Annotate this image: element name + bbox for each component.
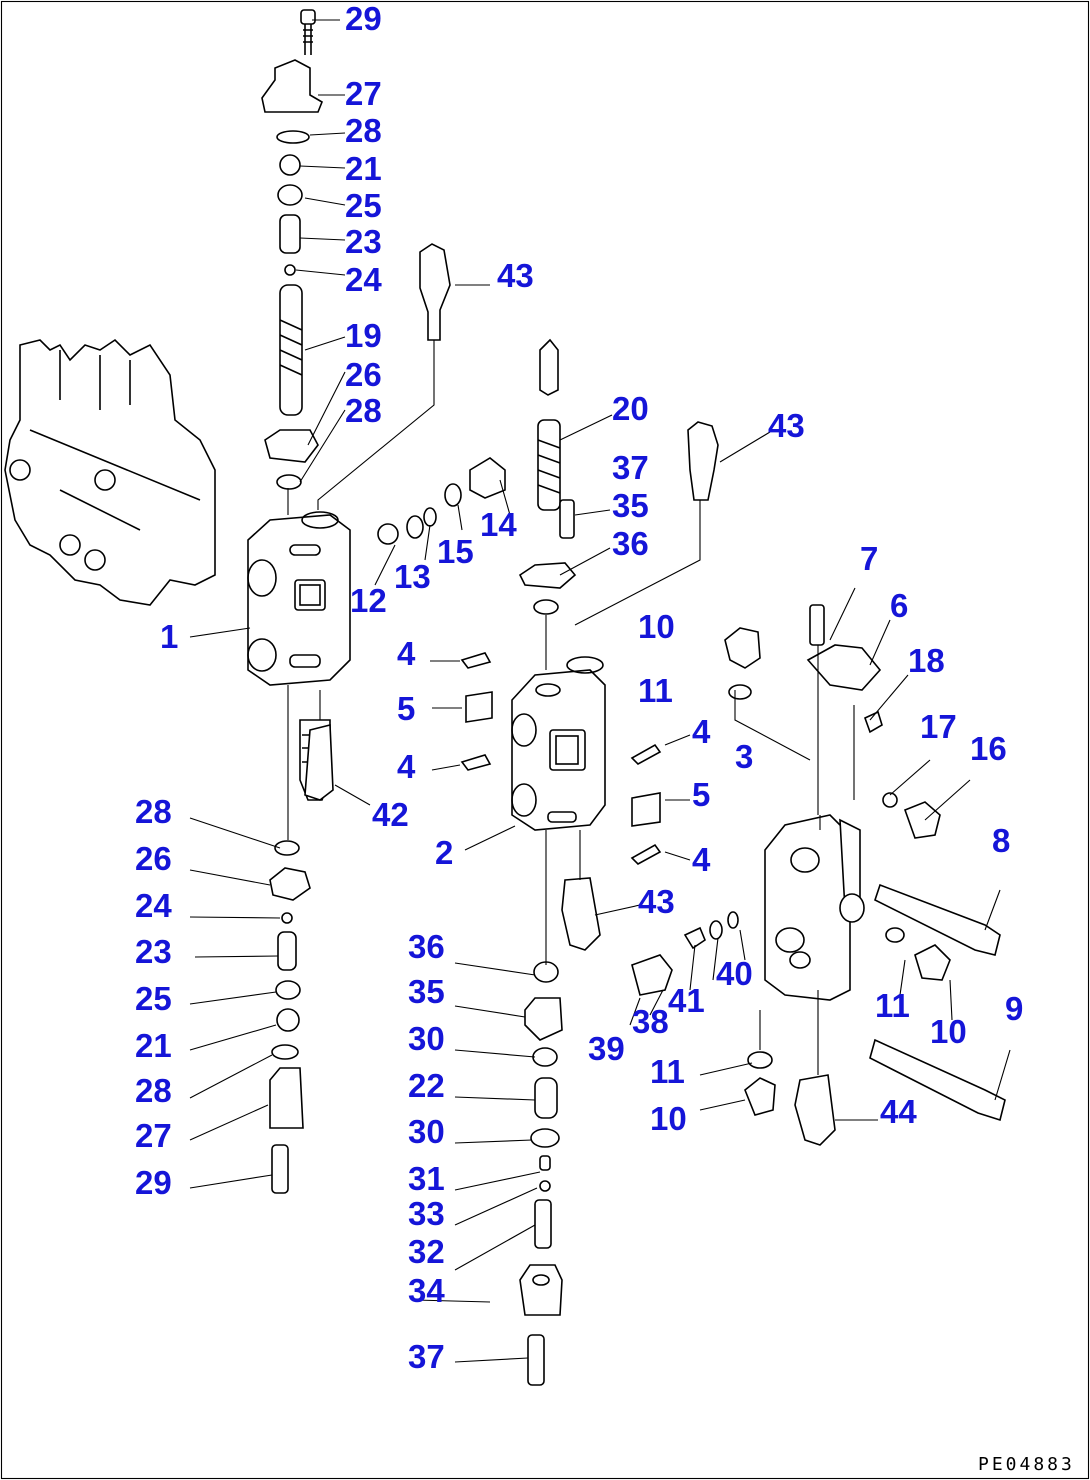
callout: 10 (650, 1100, 687, 1137)
relief-valve-42 (304, 723, 334, 801)
callout: 28 (345, 112, 382, 149)
callout: 4 (397, 748, 416, 785)
callout: 24 (345, 261, 382, 298)
callout: 26 (135, 840, 172, 877)
spool-stack-bottom-2 (519, 877, 601, 1386)
callout: 20 (612, 390, 649, 427)
callout: 43 (497, 257, 534, 294)
callout: 37 (408, 1338, 445, 1375)
callout: 7 (860, 540, 878, 577)
callout: 38 (632, 1003, 669, 1040)
callout: 11 (875, 987, 910, 1024)
callout: 29 (135, 1164, 172, 1201)
callout: 9 (1005, 990, 1023, 1027)
callout-labels: 29 27 28 21 25 23 24 43 19 26 28 20 43 3… (135, 0, 1023, 1375)
callout: 16 (970, 730, 1007, 767)
assembly-lines (189, 19, 1011, 1363)
callout: 2 (435, 834, 453, 871)
callout: 40 (716, 955, 753, 992)
callout: 41 (668, 982, 705, 1019)
callout: 30 (408, 1113, 445, 1150)
callout: 4 (692, 713, 711, 750)
valve-body-1 (247, 511, 351, 686)
callout: 39 (588, 1030, 625, 1067)
seal-group-4-5 (460, 652, 662, 865)
callout: 33 (408, 1195, 445, 1232)
callout: 27 (345, 75, 382, 112)
callout: 4 (397, 635, 416, 672)
callout: 21 (135, 1027, 172, 1064)
callout: 14 (480, 506, 517, 543)
callout: 29 (345, 0, 382, 37)
callout: 10 (638, 608, 675, 645)
callout: 35 (612, 487, 649, 524)
callout: 28 (135, 793, 172, 830)
callout: 28 (345, 392, 382, 429)
callout: 36 (408, 928, 445, 965)
valve-assembly-outline (4, 338, 216, 606)
callout: 1 (160, 618, 178, 655)
callout: 43 (768, 407, 805, 444)
callout: 43 (638, 883, 675, 920)
callout: 12 (350, 582, 387, 619)
callout: 21 (345, 150, 382, 187)
plug-group-12-15 (377, 457, 506, 545)
callout: 5 (397, 690, 415, 727)
callout: 17 (920, 708, 957, 745)
callout: 23 (135, 933, 172, 970)
callout: 32 (408, 1233, 445, 1270)
callout: 25 (135, 980, 172, 1017)
spool-stack-top (261, 9, 323, 490)
callout: 23 (345, 223, 382, 260)
callout: 35 (408, 973, 445, 1010)
callout: 18 (908, 642, 945, 679)
drawing-reference-code: PE04883 (978, 1454, 1075, 1475)
callout: 36 (612, 525, 649, 562)
callout: 37 (612, 449, 649, 486)
callout: 31 (408, 1160, 445, 1197)
callout: 11 (650, 1053, 685, 1090)
callout: 4 (692, 841, 711, 878)
callout: 5 (692, 776, 710, 813)
callout: 24 (135, 887, 172, 924)
callout: 30 (408, 1020, 445, 1057)
callout: 11 (638, 672, 673, 709)
callout: 10 (930, 1013, 967, 1050)
callout: 44 (880, 1093, 917, 1130)
callout: 3 (735, 738, 753, 775)
callout: 26 (345, 356, 382, 393)
callout: 8 (992, 822, 1010, 859)
spool-stack-top-2 (419, 243, 719, 615)
callout: 34 (408, 1272, 445, 1309)
callout: 25 (345, 187, 382, 224)
callout: 28 (135, 1072, 172, 1109)
callout: 15 (437, 533, 474, 570)
callout: 6 (890, 587, 908, 624)
callout: 19 (345, 317, 382, 354)
end-cover-3 (764, 814, 865, 1001)
valve-body-2 (511, 656, 606, 831)
callout: 13 (394, 558, 431, 595)
callout: 27 (135, 1117, 172, 1154)
callout: 42 (372, 796, 409, 833)
callout: 22 (408, 1067, 445, 1104)
end-cover-parts (631, 604, 1006, 1146)
